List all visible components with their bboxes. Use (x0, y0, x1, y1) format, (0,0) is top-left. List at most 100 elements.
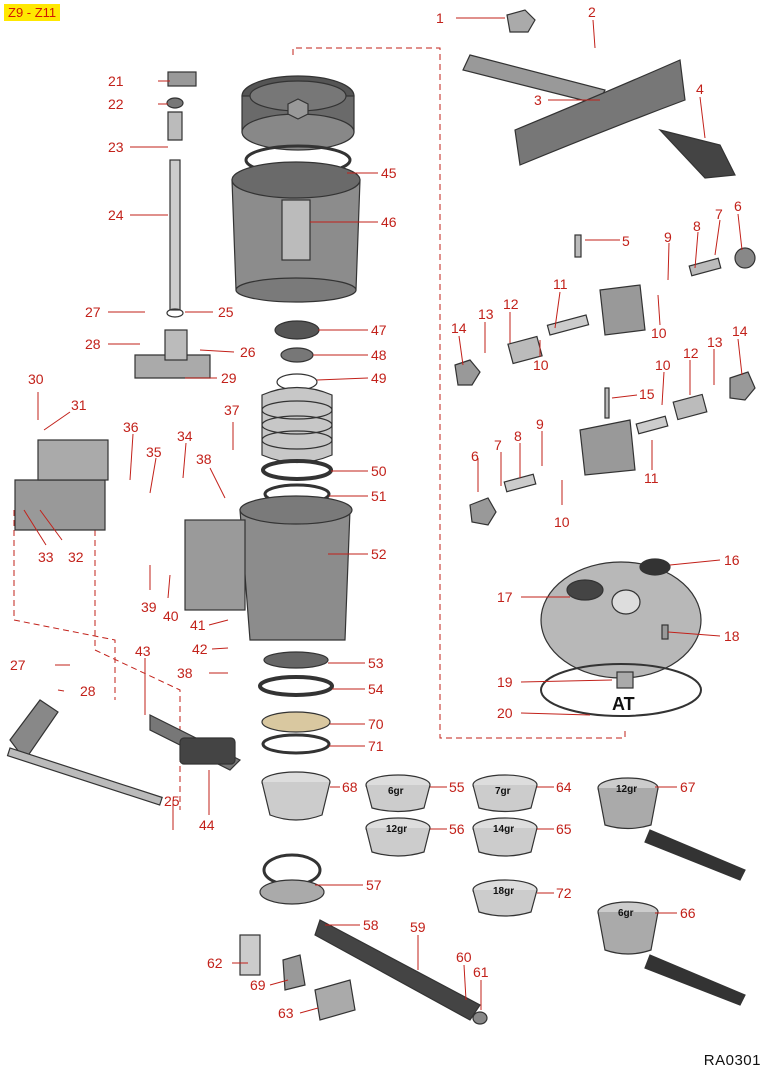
callout-30: 30 (28, 371, 44, 387)
callout-46: 46 (381, 214, 397, 230)
callout-20: 20 (497, 705, 513, 721)
callout-numbers: 1 2 3 4 5 6 7 8 9 10 11 12 13 14 10 14 1… (10, 4, 748, 1021)
callout-8-bottom: 8 (514, 428, 522, 444)
callout-54: 54 (368, 681, 384, 697)
callout-72: 72 (556, 885, 572, 901)
callout-57: 57 (366, 877, 382, 893)
callout-48: 48 (371, 347, 387, 363)
boiler-group-body (231, 161, 361, 303)
callout-49: 49 (371, 370, 387, 386)
callout-10-c: 10 (655, 357, 671, 373)
top-right-bracket (462, 9, 736, 179)
callout-12-right: 12 (683, 345, 699, 361)
brew-lever (6, 699, 242, 806)
callout-42: 42 (192, 641, 208, 657)
callout-25-bottom: 25 (164, 793, 180, 809)
callout-3: 3 (534, 92, 542, 108)
callout-41: 41 (190, 617, 206, 633)
callout-27-bottom: 27 (10, 657, 26, 673)
callout-31: 31 (71, 397, 87, 413)
callout-14-top: 14 (451, 320, 467, 336)
callout-27-top: 27 (85, 304, 101, 320)
callout-39: 39 (141, 599, 157, 615)
callout-25-top: 25 (218, 304, 234, 320)
callout-55: 55 (449, 779, 465, 795)
callout-9-bottom: 9 (536, 416, 544, 432)
basket-6gr-label: 6gr (388, 786, 404, 797)
callout-51: 51 (371, 488, 387, 504)
callout-71: 71 (368, 738, 384, 754)
callout-68: 68 (342, 779, 358, 795)
callout-10-d: 10 (554, 514, 570, 530)
callout-13-right: 13 (707, 334, 723, 350)
callout-26: 26 (240, 344, 256, 360)
callout-7-top: 7 (715, 206, 723, 222)
model-tag: Z9 - Z11 (4, 4, 61, 21)
callout-69: 69 (250, 977, 266, 993)
callout-9-top: 9 (664, 229, 672, 245)
valve-assembly-upper (454, 234, 756, 386)
callout-2: 2 (588, 4, 596, 20)
callout-13-top: 13 (478, 306, 494, 322)
callout-56: 56 (449, 821, 465, 837)
cover-plate (540, 558, 702, 717)
portafilter-holders (597, 777, 746, 1006)
callout-14-right: 14 (732, 323, 748, 339)
holder-6gr-label: 6gr (618, 908, 634, 919)
callout-58: 58 (363, 917, 379, 933)
callout-52: 52 (371, 546, 387, 562)
callout-53: 53 (368, 655, 384, 671)
callout-33: 33 (38, 549, 54, 565)
callout-65: 65 (556, 821, 572, 837)
callout-35: 35 (146, 444, 162, 460)
callout-22: 22 (108, 96, 124, 112)
callout-43: 43 (135, 643, 151, 659)
basket-18gr-label: 18gr (493, 886, 514, 897)
callout-61: 61 (473, 964, 489, 980)
callout-28-bottom: 28 (80, 683, 96, 699)
callout-19: 19 (497, 674, 513, 690)
callout-60: 60 (456, 949, 472, 965)
callout-34: 34 (177, 428, 193, 444)
group-head-cap (241, 75, 355, 151)
callout-28-top: 28 (85, 336, 101, 352)
basket-14gr-label: 14gr (493, 824, 514, 835)
callout-18: 18 (724, 628, 740, 644)
leader-lines (23, 17, 743, 1014)
callout-47: 47 (371, 322, 387, 338)
callout-62: 62 (207, 955, 223, 971)
callout-21: 21 (108, 73, 124, 89)
basket-12gr-label: 12gr (386, 824, 407, 835)
piston-stack (261, 320, 333, 505)
callout-16: 16 (724, 552, 740, 568)
at-marking: AT (612, 694, 635, 714)
valve-assembly-lower (469, 371, 756, 526)
filter-baskets (261, 771, 538, 917)
callout-50: 50 (371, 463, 387, 479)
callout-40: 40 (163, 608, 179, 624)
callout-44: 44 (199, 817, 215, 833)
callout-67: 67 (680, 779, 696, 795)
callout-24: 24 (108, 207, 124, 223)
callout-45: 45 (381, 165, 397, 181)
callout-64: 64 (556, 779, 572, 795)
basket-7gr-label: 7gr (495, 786, 511, 797)
callout-29: 29 (221, 370, 237, 386)
callout-6-bottom: 6 (471, 448, 479, 464)
callout-37: 37 (224, 402, 240, 418)
reference-code: RA0301 (703, 1052, 761, 1069)
callout-12-top: 12 (503, 296, 519, 312)
part-inscriptions: AT 6gr 7gr 12gr 14gr 18gr 12gr 6gr (386, 694, 637, 919)
callout-1: 1 (436, 10, 444, 26)
callout-11-bottom: 11 (644, 470, 659, 486)
lower-group-body (184, 495, 353, 755)
callout-38-top: 38 (196, 451, 212, 467)
callout-23: 23 (108, 139, 124, 155)
callout-63: 63 (278, 1005, 294, 1021)
callout-4: 4 (696, 81, 704, 97)
callout-32: 32 (68, 549, 84, 565)
callout-7-bottom: 7 (494, 437, 502, 453)
callout-17: 17 (497, 589, 513, 605)
callout-70: 70 (368, 716, 384, 732)
